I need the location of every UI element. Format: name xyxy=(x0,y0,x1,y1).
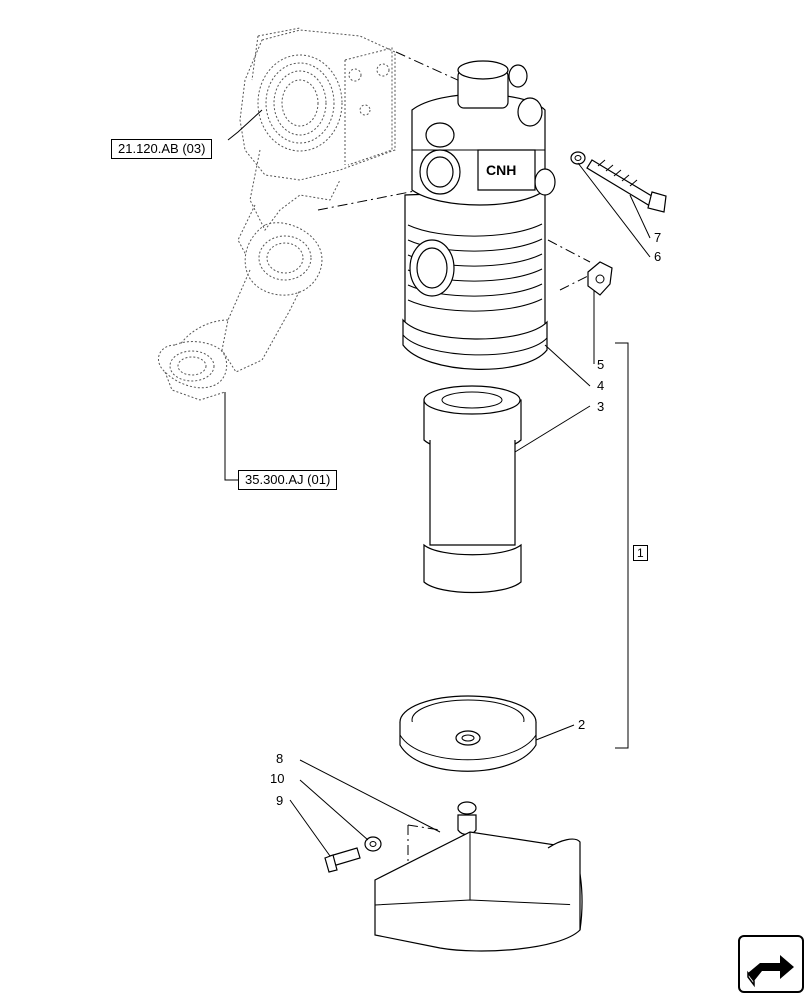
screw-part xyxy=(324,847,361,873)
callout-4: 4 xyxy=(597,378,605,393)
washer-part xyxy=(570,151,586,165)
bolt-part xyxy=(586,159,667,213)
callout-7: 7 xyxy=(654,230,662,245)
callout-2: 2 xyxy=(578,717,586,732)
callout-9: 9 xyxy=(276,793,284,808)
engine-mount-outline xyxy=(237,27,396,256)
next-page-arrow-icon xyxy=(747,955,794,988)
callout-3: 3 xyxy=(597,399,605,414)
valve-part xyxy=(457,801,477,836)
filter-element xyxy=(423,385,522,594)
filter-housing xyxy=(402,60,556,370)
callout-6: 6 xyxy=(654,249,662,264)
small-washer-part xyxy=(364,836,382,852)
clip-part xyxy=(587,261,613,296)
next-page-button[interactable] xyxy=(738,935,804,993)
bottom-cover xyxy=(399,695,537,772)
intake-pipe-outline xyxy=(157,222,323,401)
callout-8: 8 xyxy=(276,751,284,766)
housing-logo: CNH xyxy=(486,162,517,178)
callout-5: 5 xyxy=(597,357,605,372)
ref-link-lower[interactable]: 35.300.AJ (01) xyxy=(238,470,338,490)
shield-part xyxy=(374,831,583,952)
callout-10: 10 xyxy=(270,771,285,786)
leader-lines xyxy=(224,109,651,857)
ref-link-upper[interactable]: 21.120.AB (03) xyxy=(111,139,213,159)
kit-group-label: 1 xyxy=(633,545,648,561)
